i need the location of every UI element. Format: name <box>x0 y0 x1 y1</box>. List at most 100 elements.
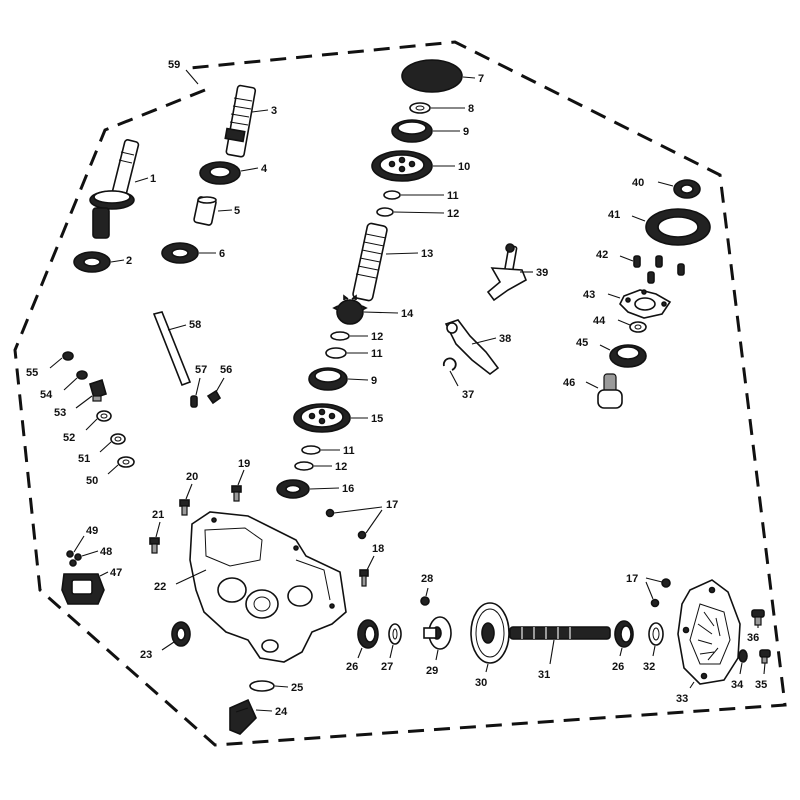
callout-31: 31 <box>538 639 555 681</box>
callout-33: 33 <box>676 681 695 705</box>
output-shaft-31-part <box>509 626 611 640</box>
callout-47: 47 <box>99 567 122 579</box>
callout-20: 20 <box>185 471 198 500</box>
callout-56-label: 56 <box>220 364 232 376</box>
callout-12-upper-label: 12 <box>447 208 459 220</box>
callout-59: 59 <box>168 59 199 85</box>
callout-57: 57 <box>195 364 207 396</box>
callout-11-lower: 11 <box>321 445 355 457</box>
pin-57-part <box>190 395 198 408</box>
callout-14: 14 <box>363 308 414 320</box>
callout-29-label: 29 <box>426 665 438 677</box>
callout-42-label: 42 <box>596 249 608 261</box>
callout-55: 55 <box>26 357 63 379</box>
housing-22-part <box>189 511 347 663</box>
ball-55-part <box>62 351 74 361</box>
callout-10: 10 <box>433 161 470 173</box>
callout-43-label: 43 <box>583 289 595 301</box>
callout-9-upper-label: 9 <box>463 126 469 138</box>
callout-4-label: 4 <box>261 163 268 175</box>
bearing-26-right-part <box>614 620 634 648</box>
callout-31-label: 31 <box>538 669 550 681</box>
callout-26-right-label: 26 <box>612 661 624 673</box>
callout-8-label: 8 <box>468 103 474 115</box>
shift-fork-39-part <box>486 243 528 302</box>
callout-51-label: 51 <box>78 453 90 465</box>
callout-21: 21 <box>152 509 164 538</box>
callout-44-label: 44 <box>593 315 606 327</box>
bracket-47-part <box>61 573 105 605</box>
clip-56-part <box>206 389 222 405</box>
callout-9-lower-label: 9 <box>371 375 377 387</box>
callout-17-center: 17 <box>333 499 398 534</box>
gear-7-part <box>401 59 463 93</box>
callout-59-label: 59 <box>168 59 180 71</box>
bolt-21-part <box>149 537 160 554</box>
bearing-6-part <box>161 242 199 264</box>
callout-26-left: 26 <box>346 647 363 673</box>
pin-34-part <box>738 649 748 663</box>
callout-54: 54 <box>40 377 78 401</box>
callout-27-label: 27 <box>381 661 393 673</box>
callout-35: 35 <box>755 662 767 691</box>
seal-41-part <box>645 208 711 246</box>
callout-11-middle: 11 <box>347 348 383 360</box>
ring-11-upper-part <box>383 190 401 200</box>
ring-44-part <box>629 321 647 333</box>
callout-34-label: 34 <box>731 679 744 691</box>
pin-28-part <box>420 596 430 606</box>
callout-36-label: 36 <box>747 632 759 644</box>
callout-47-label: 47 <box>110 567 122 579</box>
callout-17-right: 17 <box>626 573 663 600</box>
callout-1-label: 1 <box>150 173 156 185</box>
callout-12-lower: 12 <box>314 461 347 473</box>
callout-46: 46 <box>563 377 599 389</box>
callout-44: 44 <box>593 315 631 327</box>
callout-25-label: 25 <box>291 682 303 694</box>
callout-3-label: 3 <box>271 105 277 117</box>
callout-5: 5 <box>217 205 240 217</box>
callout-25: 25 <box>274 682 303 694</box>
callout-19-label: 19 <box>238 458 250 470</box>
callout-48: 48 <box>81 546 112 558</box>
bearing-26-left-part <box>357 619 379 649</box>
gear-15-part <box>293 403 351 433</box>
callout-52-label: 52 <box>63 432 75 444</box>
callout-15-label: 15 <box>371 413 383 425</box>
plug-53-part <box>89 378 107 402</box>
bearing-9-lower-part <box>308 367 348 391</box>
bearing-2-part <box>73 251 111 273</box>
callout-27: 27 <box>381 644 394 673</box>
pin-17-center-part <box>325 508 367 540</box>
callout-5-label: 5 <box>234 205 240 217</box>
callout-14-label: 14 <box>401 308 414 320</box>
callout-6-label: 6 <box>219 248 225 260</box>
callout-58-label: 58 <box>189 319 201 331</box>
hub-29-part <box>423 616 452 650</box>
callout-29: 29 <box>426 649 439 677</box>
gear-4-part <box>199 161 241 185</box>
callout-16-label: 16 <box>342 483 354 495</box>
callout-48-label: 48 <box>100 546 112 558</box>
callout-19: 19 <box>237 458 250 486</box>
callout-49-label: 49 <box>86 525 98 537</box>
ring-12-lower-part <box>294 461 314 471</box>
callout-41-label: 41 <box>608 209 620 221</box>
gear-14-part <box>332 294 368 325</box>
callout-18: 18 <box>366 543 384 571</box>
callout-12-lower-label: 12 <box>335 461 347 473</box>
callout-58: 58 <box>167 319 201 331</box>
main-shaft-13-part <box>352 222 388 302</box>
callout-10-label: 10 <box>458 161 470 173</box>
callout-6: 6 <box>199 248 225 260</box>
callout-9-lower: 9 <box>347 375 377 387</box>
callout-53-label: 53 <box>54 407 66 419</box>
callout-8: 8 <box>431 103 474 115</box>
callout-38-label: 38 <box>499 333 511 345</box>
callout-40-label: 40 <box>632 177 644 189</box>
callout-13-label: 13 <box>421 248 433 260</box>
callout-32: 32 <box>643 645 656 673</box>
bolt-20-part <box>179 499 190 516</box>
callout-37-label: 37 <box>462 389 474 401</box>
callout-46-label: 46 <box>563 377 575 389</box>
